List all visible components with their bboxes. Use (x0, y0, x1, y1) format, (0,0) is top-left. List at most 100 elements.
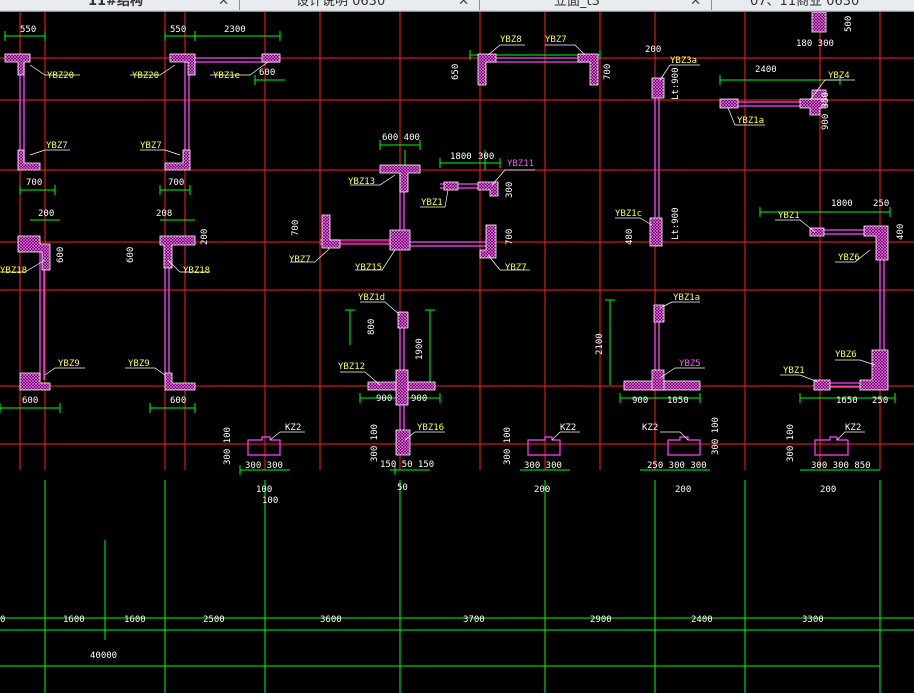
dim-text: 1800 (831, 199, 853, 209)
tab-commercial[interactable]: 07、11商业 0630 (712, 0, 914, 10)
dim-text: 480 (625, 229, 635, 245)
dim-text: 700 (168, 178, 184, 188)
close-icon[interactable]: ✕ (458, 0, 469, 9)
dim-text: 300 300 (524, 461, 562, 471)
tag-kz2: KZ2 (560, 423, 576, 433)
dim-text: 600 400 (382, 133, 420, 143)
dim-text: 300 (478, 152, 494, 162)
tag-ybz7: YBZ7 (505, 263, 527, 273)
dimension-texts: 550 550 2300 600 650 700 200 2400 180 30… (20, 16, 906, 506)
tag-ybz1a: YBZ1a (737, 116, 764, 126)
tab-structure[interactable]: 11#结构 ✕ (0, 0, 240, 10)
tag-ybz1: YBZ1 (783, 366, 805, 376)
dim-text: 200 (200, 229, 210, 245)
dim-text: 1800 (450, 152, 472, 162)
axis-dimensions: 0 1600 1600 2500 3600 3700 2900 2400 330… (0, 615, 824, 661)
dim-text: 200 (675, 485, 691, 495)
dim-text: Lt:900 (671, 207, 681, 240)
axis-dim: 3700 (463, 615, 485, 625)
kz2-columns (247, 436, 849, 456)
dim-text: 400 (896, 224, 906, 240)
tag-ybz18: YBZ18 (0, 266, 27, 276)
axis-dim: 0 (0, 615, 5, 625)
dim-text: 900 (411, 394, 427, 404)
dim-text: 900 350 (821, 92, 831, 130)
close-icon[interactable]: ✕ (690, 0, 701, 9)
tab-label: 设计说明 0630 (296, 0, 386, 9)
dim-text: 600 (56, 247, 66, 263)
tag-ybz6: YBZ6 (838, 253, 860, 263)
dim-text: 300 100 (503, 427, 513, 465)
tag-kz2: KZ2 (845, 423, 861, 433)
tab-elevation[interactable]: 立面_t3 ✕ (480, 0, 712, 10)
tag-ybz16: YBZ16 (417, 423, 444, 433)
tag-ybz1e: YBZ1e (213, 71, 240, 81)
dim-text: 180 300 (796, 39, 834, 49)
tab-design-notes[interactable]: 设计说明 0630 ✕ (240, 0, 480, 10)
tag-ybz1: YBZ1 (421, 198, 443, 208)
dim-text: 2100 (595, 333, 605, 355)
axis-dim: 2400 (691, 615, 713, 625)
component-tags: YBZ20 YBZ20 YBZ1e YBZ7 YBZ7 YBZ8 YBZ7 YB… (0, 35, 861, 433)
axis-dim: 3600 (320, 615, 342, 625)
dim-text: 300 100 (223, 427, 233, 465)
dim-text: 200 (820, 485, 836, 495)
tag-ybz3a: YBZ3a (670, 56, 697, 66)
dim-text: 600 (126, 247, 136, 263)
dim-text: 100 (262, 496, 278, 506)
dim-text: 500 (844, 16, 854, 32)
bottom-axis-lines (0, 480, 914, 693)
tag-ybz15: YBZ15 (355, 263, 382, 273)
dim-text: 600 (22, 396, 38, 406)
dim-text: 300 300 850 (811, 461, 871, 471)
dim-text: 550 (20, 25, 36, 35)
dim-text: 650 (451, 64, 461, 80)
dim-text: 600 (170, 396, 186, 406)
dim-text: 250 (872, 396, 888, 406)
axis-dim: 2900 (590, 615, 612, 625)
tag-kz2: KZ2 (642, 423, 658, 433)
tag-ybz7: YBZ7 (140, 141, 162, 151)
cad-drawing-canvas[interactable]: YBZ20 YBZ20 YBZ1e YBZ7 YBZ7 YBZ8 YBZ7 YB… (0, 12, 914, 693)
tag-kz2: KZ2 (285, 423, 301, 433)
dim-text: 700 (505, 229, 515, 245)
tag-ybz12: YBZ12 (338, 362, 365, 372)
dim-text: 900 (632, 396, 648, 406)
dim-text: 250 300 300 (647, 461, 707, 471)
tag-leaders (0, 44, 876, 441)
document-tab-bar: 11#结构 ✕ 设计说明 0630 ✕ 立面_t3 ✕ 07、11商业 0630 (0, 0, 914, 12)
tag-ybz7: YBZ7 (289, 255, 311, 265)
dim-text: 200 (38, 209, 54, 219)
axis-dim: 1600 (124, 615, 146, 625)
dim-text: 200 (534, 485, 550, 495)
tag-ybz11: YBZ11 (507, 159, 534, 169)
dim-text: 700 (26, 178, 42, 188)
dim-text: 300 (505, 182, 515, 198)
dim-text: 300 100 (711, 417, 721, 455)
dim-text: 1050 (667, 396, 689, 406)
axis-dim: 2500 (203, 615, 225, 625)
tag-ybz5: YBZ5 (679, 359, 701, 369)
tag-ybz1d: YBZ1d (358, 293, 385, 303)
tag-ybz20: YBZ20 (47, 71, 74, 81)
dim-text: 200 (645, 45, 661, 55)
dim-text: 250 (873, 199, 889, 209)
dim-text: 900 (376, 394, 392, 404)
dim-text: 550 (170, 25, 186, 35)
dim-text: 700 (603, 64, 613, 80)
dim-text: 2300 (224, 25, 246, 35)
tag-ybz18: YBZ18 (183, 266, 210, 276)
axis-dim: 1600 (63, 615, 85, 625)
tag-ybz9: YBZ9 (128, 359, 150, 369)
dim-text: 100 (256, 485, 272, 495)
tab-label: 07、11商业 0630 (750, 0, 860, 9)
dim-text: 2400 (755, 65, 777, 75)
tag-ybz9: YBZ9 (58, 359, 80, 369)
tag-ybz7: YBZ7 (46, 141, 68, 151)
dim-text: 150 50 150 (380, 460, 434, 470)
tag-ybz7: YBZ7 (545, 35, 567, 45)
tag-ybz1: YBZ1 (778, 211, 800, 221)
tag-ybz1a: YBZ1a (673, 293, 700, 303)
column-markers (4, 12, 889, 456)
close-icon[interactable]: ✕ (218, 0, 229, 9)
